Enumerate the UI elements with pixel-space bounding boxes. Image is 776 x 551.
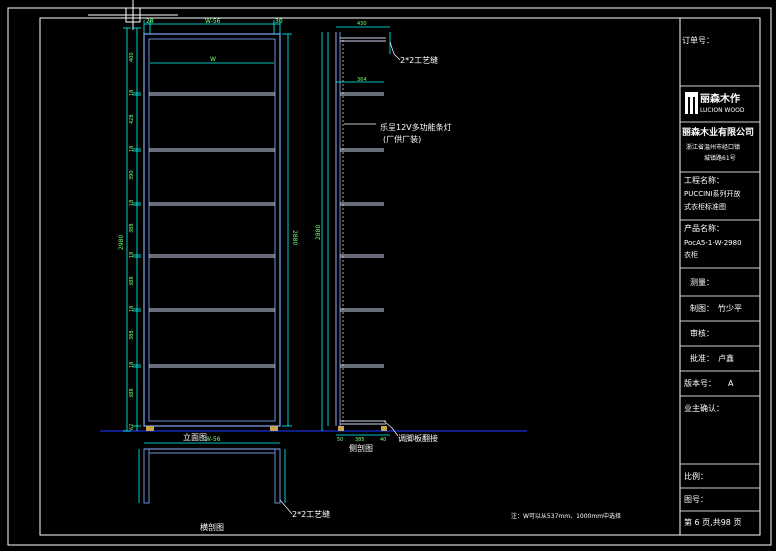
plan-dimensions [138, 442, 286, 503]
seg-label: 428 [129, 114, 135, 124]
seg-label: 62 [129, 424, 135, 430]
section-title: 侧剖图 [349, 443, 373, 453]
product-code: PocA5-1-W-2980 [684, 239, 742, 247]
dim-left-28: 28 [146, 18, 154, 25]
order-no-label: 订单号： [682, 36, 714, 45]
dim-bottom-40: 40 [380, 437, 386, 443]
drawing-note: 注：W可以从537mm、1000mm中选择 [511, 512, 621, 520]
company-logo [685, 92, 698, 114]
dim-section-h: 2880 [315, 225, 322, 240]
product-name: 衣柜 [684, 251, 698, 259]
elevation-view: 28 W-56 30 W 2880 [118, 18, 298, 442]
seg-label: 18 [129, 362, 135, 368]
cabinet-inner-frame [148, 38, 276, 422]
page-label: 第 6 页,共98 页 [684, 518, 742, 527]
seg-label: 388 [129, 276, 135, 286]
seg-label: 390 [129, 170, 135, 180]
section-foot-right [381, 426, 387, 431]
dim-inner-w: W [210, 56, 216, 63]
drafter-label: 制图： [690, 304, 714, 313]
company-addr-1: 浙江省温州市经口镇 [686, 144, 741, 151]
callout-led-line2: (厂供厂装) [383, 134, 421, 144]
approver-name: 卢鑫 [718, 354, 734, 363]
cabinet-outer-frame [143, 33, 281, 427]
left-chain-labels: 400 18 428 18 390 18 388 18 388 18 388 1… [118, 52, 135, 430]
section-shelves [340, 37, 386, 425]
scale-label: 比例： [684, 472, 708, 481]
seg-label: 18 [129, 146, 135, 152]
seg-label: 388 [129, 388, 135, 398]
left-chain-dimension [123, 27, 141, 432]
project-line-2: 式衣柜标准图 [684, 203, 726, 211]
elevation-title: 立面图 [183, 432, 207, 442]
project-line-1: PUCCINI系列开放 [684, 190, 741, 198]
inner-frame [39, 17, 761, 536]
version-label: 版本号： [684, 379, 716, 388]
top-dimension [143, 20, 281, 34]
measure-label: 测量： [690, 278, 714, 287]
seg-label: 18 [129, 90, 135, 96]
dim-bottom-50: 50 [337, 437, 343, 443]
dim-bottom-385: 385 [355, 437, 365, 443]
seg-label: 388 [129, 330, 135, 340]
company-name: 丽森木业有限公司 [682, 128, 755, 138]
version-value: A [728, 379, 734, 388]
dim-width-top: W-56 [205, 18, 221, 25]
seg-label: 18 [129, 200, 135, 206]
project-label: 工程名称： [684, 176, 724, 185]
review-label: 审核： [690, 329, 714, 338]
company-logo-en: LUCION WOOD [700, 107, 745, 114]
plan-left-upright [143, 448, 150, 504]
outer-frame [7, 7, 772, 546]
company-logo-cn: 丽森木作 [700, 94, 740, 105]
title-block-lines [680, 85, 760, 512]
callout-craft-seam-top: 2*2工艺缝 [400, 55, 438, 65]
section-dimensions [321, 26, 391, 436]
callout-led-line1: 乐呈12V多功能条灯 [380, 122, 452, 132]
drafter-name: 竹少平 [718, 304, 742, 313]
dim-depth-shelf: 364 [357, 77, 367, 83]
plan-right-upright [274, 448, 281, 504]
section-view: 430 364 2880 50 385 40 2*2工艺缝 乐呈12V多功能条灯… [315, 21, 452, 453]
owner-confirm-label: 业主确认： [684, 404, 724, 413]
drawing-no-label: 图号： [684, 495, 708, 504]
section-foot-left [338, 426, 344, 431]
callout-leaders [344, 41, 401, 437]
dim-right-30: 30 [275, 18, 283, 25]
dim-total-h: 2980 [118, 235, 125, 250]
foot-left [146, 426, 154, 431]
seg-label: 18 [129, 306, 135, 312]
dim-depth-top: 430 [357, 21, 367, 27]
dim-width-plan: W-56 [205, 436, 221, 443]
elevation-shelves [149, 92, 275, 368]
right-height-dimension [282, 33, 292, 427]
foot-right [270, 426, 278, 431]
company-addr-2: 城镇路61号 [704, 155, 736, 162]
seg-label: 18 [129, 252, 135, 258]
plan-title: 横剖图 [200, 522, 224, 532]
callout-craft-seam-bottom: 2*2工艺缝 [292, 509, 330, 519]
plan-view: W-56 2*2工艺缝 横剖图 [138, 436, 330, 532]
callout-adjust-foot: 调脚板翻接 [398, 433, 438, 443]
product-label: 产品名称： [684, 224, 724, 233]
seg-label: 400 [129, 52, 135, 62]
crosshair-cursor[interactable] [88, 0, 178, 30]
seg-label: 388 [129, 223, 135, 233]
approve-label: 批准： [690, 354, 714, 363]
plan-callout-leader [279, 499, 293, 515]
dim-inner-h: 2880 [291, 230, 298, 245]
